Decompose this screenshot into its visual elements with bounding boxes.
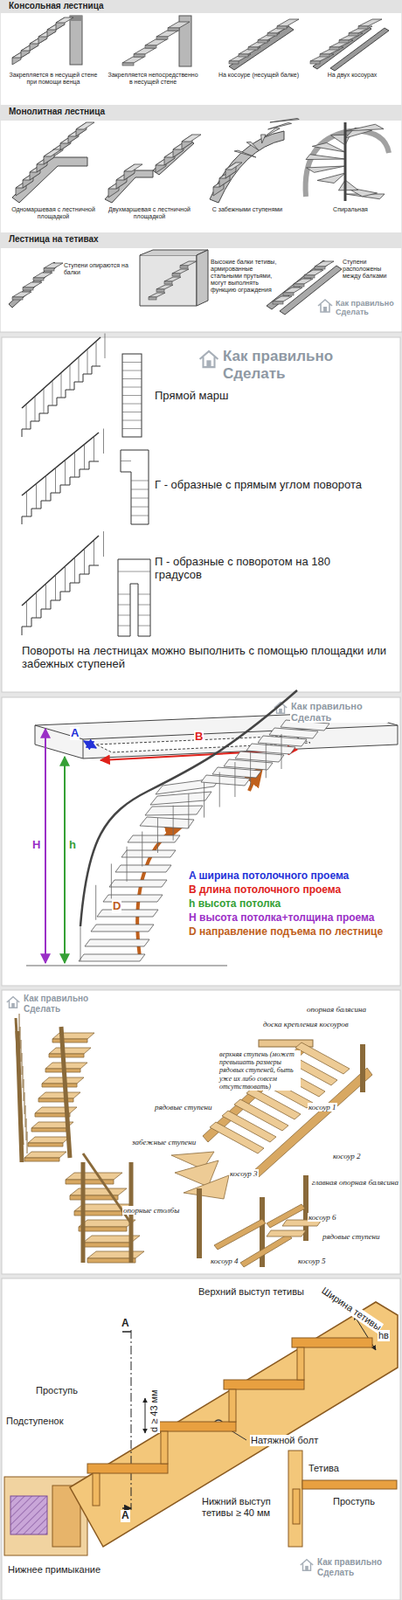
part-label: Подступенок <box>5 1415 64 1428</box>
part-label: Ширина тетивы <box>318 1284 385 1334</box>
part-label: Проступь <box>332 1496 376 1508</box>
part-label: H <box>31 838 42 853</box>
part-label: Г - образные с прямым углом поворота <box>153 478 363 493</box>
part-label: косоур 1 <box>307 1102 338 1112</box>
part-label: Ступени расположены между балками <box>341 258 400 280</box>
legend-text: A ширина потолочного проема <box>188 869 349 882</box>
legend-entry: H высота потолка+толщина проема <box>188 910 383 925</box>
part-label: D <box>111 900 122 914</box>
part-label: Прямой марш <box>153 389 229 403</box>
part-label: Нижний выступ тетивы ≥ 40 мм <box>201 1496 282 1518</box>
part-label: косоур 4 <box>209 1256 240 1266</box>
section-heading: Монолитная лестница <box>7 106 106 118</box>
part-label: Высокие балки тетивы, армированные сталь… <box>209 258 280 294</box>
legend-entry: h высота потолка <box>188 896 383 911</box>
watermark: Как правильно Сделать <box>290 700 389 723</box>
part-label: Двухмаршевая с лестничной площадкой <box>101 206 198 221</box>
section-heading: Консольная лестница <box>7 0 105 12</box>
watermark: Как правильно Сделать <box>334 298 400 318</box>
legend-text: B длина потолочного проема <box>188 883 341 896</box>
part-label: П - образные с поворотом на 180 градусов <box>153 555 366 583</box>
legend-entry: B длина потолочного проема <box>188 882 383 897</box>
part-label: опорные столбы <box>122 1206 181 1215</box>
section-heading: Лестница на тетивах <box>7 234 100 245</box>
part-label: d ≥ 43 мм <box>148 1388 160 1434</box>
part-label: забежные ступени <box>131 1137 197 1147</box>
watermark: Как правильно Сделать <box>22 993 112 1014</box>
part-label: главная опорная балясина <box>311 1178 400 1187</box>
part-label: Ступени опираются на балки <box>62 262 135 277</box>
part-label: A <box>120 1510 131 1523</box>
part-label: опорная балясина <box>305 1005 368 1014</box>
part-label: Спиральная <box>305 206 396 214</box>
part-label: рядовые ступени <box>153 1102 214 1112</box>
part-label: A <box>120 1317 131 1331</box>
part-label: h <box>68 838 77 853</box>
part-label: Закрепляется в несущей стене при помощи … <box>5 71 102 86</box>
part-label: A <box>69 727 80 741</box>
legend: A ширина потолочного проемаB длина потол… <box>188 868 383 939</box>
part-label: Верхний выступ тетивы <box>197 1286 305 1298</box>
part-label: косоур 5 <box>297 1256 327 1266</box>
part-label: B <box>194 730 204 744</box>
legend-text: h высота потолка <box>188 897 281 910</box>
legend-entry: A ширина потолочного проема <box>188 868 383 883</box>
part-label: Закрепляется непосредственно в несущей с… <box>104 71 201 86</box>
part-label: Нижнее примыкание <box>6 1564 102 1576</box>
part-label: На двух косоурах <box>307 71 397 79</box>
part-label: С забежными ступенями <box>202 206 292 214</box>
legend-text: H высота потолка+толщина проема <box>188 911 375 924</box>
part-label: Натяжной болт <box>249 1434 319 1447</box>
part-label: Проступь <box>34 1385 79 1397</box>
part-label: Одномаршевая с лестничной площадкой <box>5 206 102 221</box>
part-label: На косоуре (несущей балке) <box>214 71 304 79</box>
watermark: Как правильно Сделать <box>221 347 338 382</box>
part-label: доска крепления косоуров <box>262 1019 350 1029</box>
legend-entry: D направление подъема по лестнице <box>188 924 383 939</box>
part-label: hв <box>377 1330 390 1342</box>
part-label: косоур 3 <box>228 1169 259 1179</box>
part-label: косоур 2 <box>332 1151 362 1161</box>
watermark: Как правильно Сделать <box>316 1557 397 1578</box>
part-label: Повороты на лестницах можно выполнить с … <box>20 644 390 672</box>
part-label: Тетива <box>307 1462 340 1475</box>
part-label: косоур 6 <box>307 1212 338 1222</box>
part-label: рядовые ступени <box>321 1232 382 1241</box>
legend-text: D направление подъема по лестнице <box>188 925 383 938</box>
part-label: верхняя ступень (может превышать размеры… <box>218 1050 301 1091</box>
